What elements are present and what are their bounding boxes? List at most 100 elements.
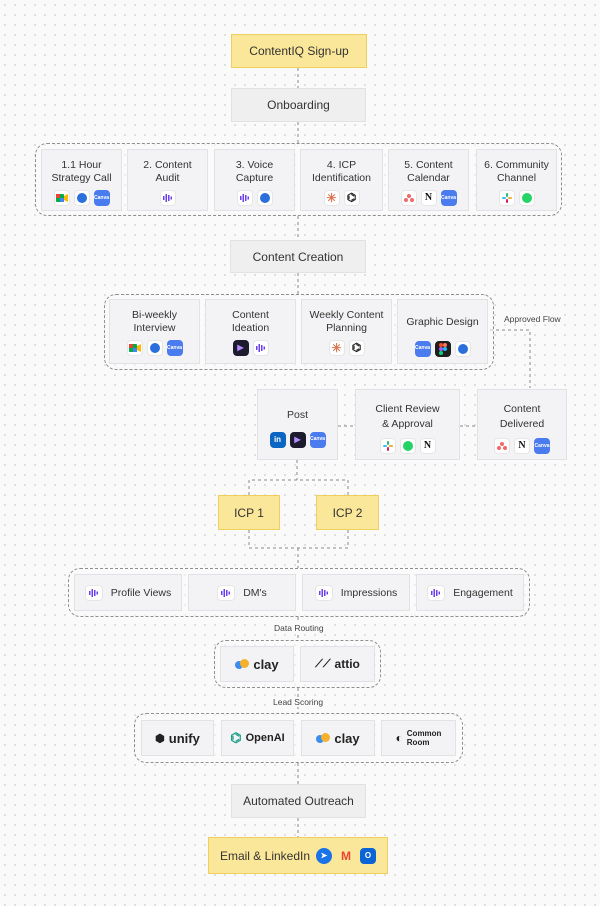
unify-logo: ⬢ unify (141, 720, 214, 756)
canva-icon: Canva (534, 438, 550, 454)
asana-icon (400, 190, 417, 206)
onboarding-label: Onboarding (267, 98, 330, 112)
data-routing-label: Data Routing (271, 623, 327, 633)
canva-icon: Canva (166, 340, 183, 356)
creation-step-biweekly-interview: Bi-weekly Interview Canva (109, 299, 200, 364)
notion-icon: N (514, 438, 530, 454)
onboarding-step-voice-capture: 3. Voice Capture (214, 149, 295, 211)
approved-flow-label: Approved Flow (501, 314, 564, 324)
canva-icon: Canva (414, 340, 431, 357)
icp-2-node: ICP 2 (316, 495, 379, 530)
whatsapp-icon (518, 190, 535, 206)
attio-label: attio (334, 657, 360, 671)
metric-label: Engagement (453, 586, 513, 599)
linkedin-icon: in (269, 431, 286, 448)
metric-label: DM's (243, 586, 267, 599)
soundwave-app-icon (314, 584, 333, 601)
claude-icon: ✳ (328, 340, 345, 356)
step-label: 3. Voice Capture (235, 159, 274, 184)
step-label: 4. ICP Identification (312, 159, 371, 184)
post-node: Post in ▶ Canva (257, 389, 338, 460)
clay-icon (316, 733, 331, 743)
notion-icon: N (419, 438, 436, 454)
google-meet-icon (53, 190, 70, 206)
canva-icon: Canva (309, 431, 326, 448)
step-label: Graphic Design (406, 316, 479, 328)
send-app-icon: ➤ (316, 847, 333, 864)
step-label: 6. Community Channel (484, 159, 549, 184)
asana-icon (494, 438, 510, 454)
openai-icon: ⌬ (230, 730, 242, 745)
slack-icon (379, 438, 396, 454)
openai-logo: ⌬ OpenAI (221, 720, 294, 756)
soundwave-app-icon (252, 340, 269, 356)
notion-icon: N (420, 190, 437, 206)
soundwave-app-icon (159, 190, 176, 206)
onboarding-step-community-channel: 6. Community Channel (476, 149, 557, 211)
gmail-icon: M (341, 848, 352, 863)
clay-logo-routing: clay (220, 646, 294, 682)
attio-logo: ⟋⟋ attio (300, 646, 375, 682)
content-delivered-label: Content Delivered (499, 403, 545, 430)
metric-engagement: Engagement (416, 574, 524, 611)
canva-icon: Canva (93, 190, 110, 206)
email-linkedin-node: Email & LinkedIn ➤ M O (208, 837, 388, 874)
openai-label: OpenAI (245, 732, 285, 744)
lead-scoring-label: Lead Scoring (270, 697, 327, 707)
step-label: Weekly Content Planning (309, 309, 384, 334)
unify-label: unify (168, 730, 200, 746)
claude-icon: ✳ (323, 190, 340, 206)
signup-node: ContentIQ Sign-up (231, 34, 367, 68)
slack-icon (498, 190, 515, 206)
common-room-icon: ◐ (395, 731, 403, 745)
step-label: 2. Content Audit (143, 159, 192, 184)
icp-2-label: ICP 2 (332, 505, 363, 520)
canva-icon: Canva (440, 190, 457, 206)
clay-label: clay (334, 730, 360, 746)
circle-app-icon (73, 190, 90, 206)
email-linkedin-label: Email & LinkedIn (219, 848, 311, 863)
step-label: 5. Content Calendar (404, 159, 453, 184)
content-delivered-node: Content Delivered N Canva (477, 389, 567, 460)
google-meet-icon (126, 340, 143, 356)
signup-label: ContentIQ Sign-up (249, 44, 349, 58)
onboarding-step-icp-identification: 4. ICP Identification ✳ ⌬ (300, 149, 383, 211)
step-label: Content Ideation (231, 309, 270, 334)
onboarding-step-content-audit: 2. Content Audit (127, 149, 208, 211)
circle-app-icon (454, 340, 471, 357)
automated-outreach-label: Automated Outreach (243, 794, 354, 808)
content-creation-node: Content Creation (230, 240, 366, 273)
unify-icon: ⬢ (155, 732, 165, 745)
common-room-logo: ◐ Common Room (381, 720, 456, 756)
metric-impressions: Impressions (302, 574, 410, 611)
onboarding-step-content-calendar: 5. Content Calendar N Canva (388, 149, 469, 211)
creation-step-graphic-design: Graphic Design Canva (397, 299, 488, 364)
automated-outreach-node: Automated Outreach (231, 784, 366, 818)
soundwave-app-icon (236, 190, 253, 206)
metric-profile-views: Profile Views (74, 574, 182, 611)
content-creation-label: Content Creation (252, 249, 344, 264)
onboarding-node: Onboarding (231, 88, 366, 122)
client-review-label: Client Review & Approval (375, 403, 440, 430)
common-room-label: Common Room (406, 729, 442, 747)
clay-label: clay (253, 656, 279, 672)
post-label: Post (286, 409, 308, 421)
step-label: 1.1 Hour Strategy Call (51, 159, 112, 184)
creation-step-content-ideation: Content Ideation ▶ (205, 299, 296, 364)
openai-icon: ⌬ (343, 190, 360, 206)
soundwave-app-icon (84, 584, 103, 601)
metric-dms: DM's (188, 574, 296, 611)
soundwave-app-icon (217, 584, 236, 601)
metric-label: Impressions (340, 586, 398, 599)
icp-1-node: ICP 1 (218, 495, 280, 530)
circle-app-icon (256, 190, 273, 206)
onboarding-group (35, 143, 562, 216)
video-app-icon: ▶ (232, 340, 249, 356)
openai-icon: ⌬ (348, 340, 365, 356)
attio-icon: ⟋⟋ (315, 657, 331, 670)
icp-1-label: ICP 1 (234, 505, 264, 520)
metric-label: Profile Views (110, 586, 172, 599)
step-label: Bi-weekly Interview (132, 309, 177, 334)
clay-logo-scoring: clay (301, 720, 375, 756)
